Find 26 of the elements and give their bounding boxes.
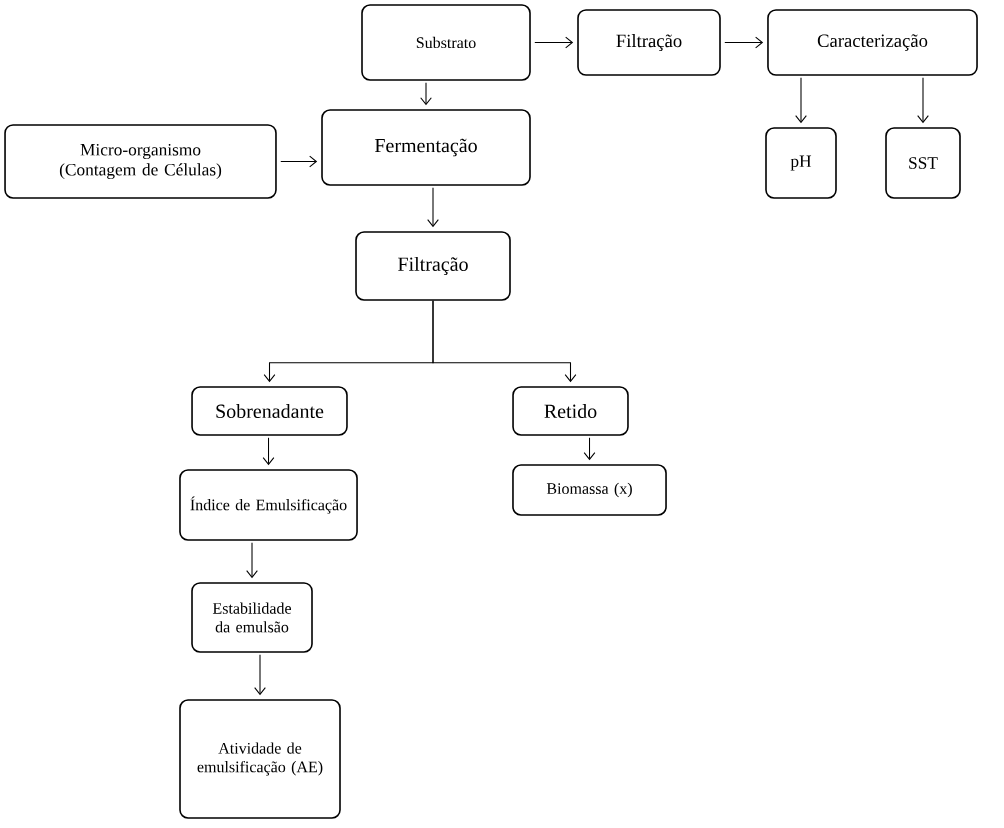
process-box: Biomassa (x) <box>512 464 667 516</box>
arrow <box>724 36 764 49</box>
arrow <box>420 82 432 106</box>
arrow <box>427 187 439 228</box>
arrow <box>254 654 266 696</box>
process-box: Fermentação <box>321 109 531 186</box>
process-box: Micro-organismo (Contagem de Células) <box>4 124 277 199</box>
process-box: Sobrenadante <box>191 386 348 436</box>
process-box: Filtração <box>577 9 721 76</box>
arrow <box>262 437 275 466</box>
process-box: Índice de Emulsificação <box>179 469 358 541</box>
process-box: Atividade de emulsificação (AE) <box>179 699 341 819</box>
process-box: pH <box>765 127 837 199</box>
process-box: Filtração <box>355 231 511 301</box>
arrow <box>246 542 258 579</box>
arrow <box>280 155 318 168</box>
process-box: SST <box>885 127 961 199</box>
arrow <box>795 77 807 124</box>
arrow <box>432 300 577 383</box>
process-box: Caracterização <box>767 9 978 76</box>
process-box: Retido <box>512 386 629 436</box>
process-box: Substrato <box>361 4 531 81</box>
arrow <box>917 77 929 124</box>
arrow <box>534 36 574 49</box>
process-box: Estabilidade da emulsão <box>191 582 313 653</box>
arrow <box>583 437 596 461</box>
